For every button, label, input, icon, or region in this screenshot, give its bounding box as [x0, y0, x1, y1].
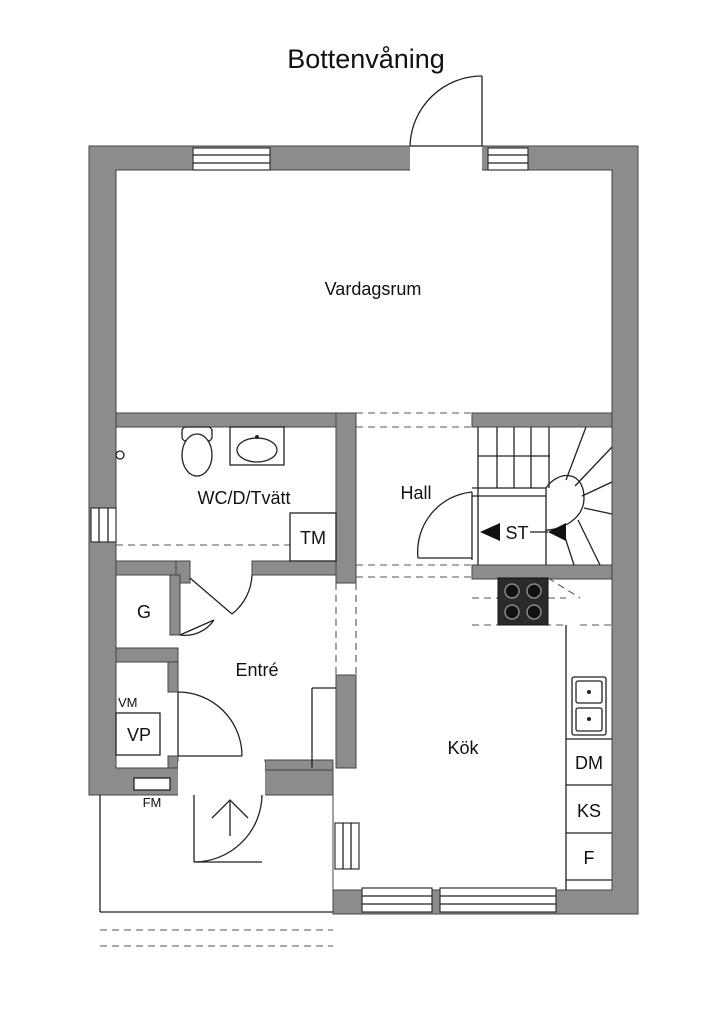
interior-walls	[115, 412, 613, 771]
label-st: ST	[505, 523, 528, 543]
label-f: F	[584, 848, 595, 868]
room-label-kok: Kök	[447, 738, 479, 758]
entre-fixtures	[115, 687, 336, 791]
label-dm: DM	[575, 753, 603, 773]
room-label-g: G	[137, 602, 151, 622]
paper-holder-icon	[115, 450, 125, 460]
fm-box	[133, 777, 171, 791]
staircase	[472, 426, 613, 566]
room-label-vardagsrum: Vardagsrum	[325, 279, 422, 299]
windows	[90, 147, 557, 913]
room-label-entre: Entré	[235, 660, 278, 680]
terrace	[99, 795, 333, 913]
dashed-lines	[100, 412, 612, 947]
wc-fixtures	[115, 426, 337, 562]
label-fm: FM	[143, 795, 162, 810]
stove-icon	[497, 577, 549, 626]
doors	[177, 75, 483, 863]
kitchen-fixtures	[497, 577, 612, 890]
toilet-icon	[181, 433, 213, 477]
room-label-wc: WC/D/Tvätt	[198, 488, 291, 508]
room-label-hall: Hall	[400, 483, 431, 503]
outer-walls	[88, 145, 639, 915]
label-vp: VP	[127, 725, 151, 745]
label-tm: TM	[300, 528, 326, 548]
vp-box	[115, 712, 161, 756]
label-vm: VM	[118, 695, 138, 710]
label-ks: KS	[577, 801, 601, 821]
plan-title: Bottenvåning	[287, 44, 445, 74]
washer-box	[289, 512, 337, 562]
